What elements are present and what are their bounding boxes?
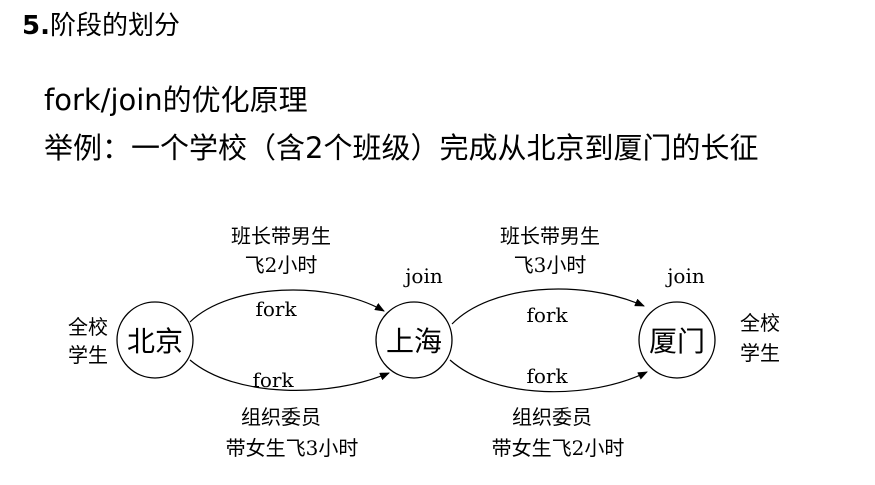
segment2-join-label: join	[665, 264, 705, 288]
node-beijing-label: 北京	[127, 325, 183, 358]
segment2-top-label-line2: 飞3小时	[514, 253, 587, 277]
right-side-label-line1: 全校	[740, 311, 780, 335]
node-xiamen-label: 厦门	[649, 325, 705, 358]
segment1-top-arrow	[189, 289, 385, 323]
segment2-bottom-label-line2: 带女生飞2小时	[492, 436, 625, 460]
segment1-bottom-label-line2: 带女生飞3小时	[226, 436, 359, 460]
node-beijing-circle	[116, 301, 194, 379]
node-xiamen-circle	[638, 301, 716, 379]
segment2-top-fork-label: fork	[526, 303, 568, 327]
segment1-bottom-arrow	[189, 359, 390, 391]
left-side-label-line1: 全校	[68, 315, 108, 339]
segment2-top-arrow	[451, 288, 645, 325]
right-side-label-line2: 学生	[740, 341, 780, 365]
segment1-bottom-fork-label: fork	[252, 368, 294, 392]
segment1-join-label: join	[403, 264, 443, 288]
segment1-bottom-label-line1: 组织委员	[241, 405, 321, 429]
segment2-bottom-fork-label: fork	[526, 364, 568, 388]
heading-number: 5.	[22, 11, 50, 41]
slide-heading: 5.阶段的划分	[22, 8, 180, 44]
segment2-bottom-arrow	[449, 359, 648, 393]
node-shanghai-circle	[375, 301, 453, 379]
segment2-top-label-line1: 班长带男生	[500, 224, 600, 248]
segment1-top-fork-label: fork	[255, 297, 297, 321]
node-shanghai-label: 上海	[386, 325, 442, 358]
left-side-label-line2: 学生	[68, 343, 108, 367]
subtitle-text: fork/join的优化原理	[44, 83, 308, 117]
heading-text: 阶段的划分	[49, 11, 180, 41]
segment1-top-label-line1: 班长带男生	[231, 224, 331, 248]
example-text: 举例：一个学校（含2个班级）完成从北京到厦门的长征	[44, 131, 759, 165]
segment2-bottom-label-line1: 组织委员	[512, 405, 592, 429]
segment1-top-label-line2: 飞2小时	[245, 253, 318, 277]
